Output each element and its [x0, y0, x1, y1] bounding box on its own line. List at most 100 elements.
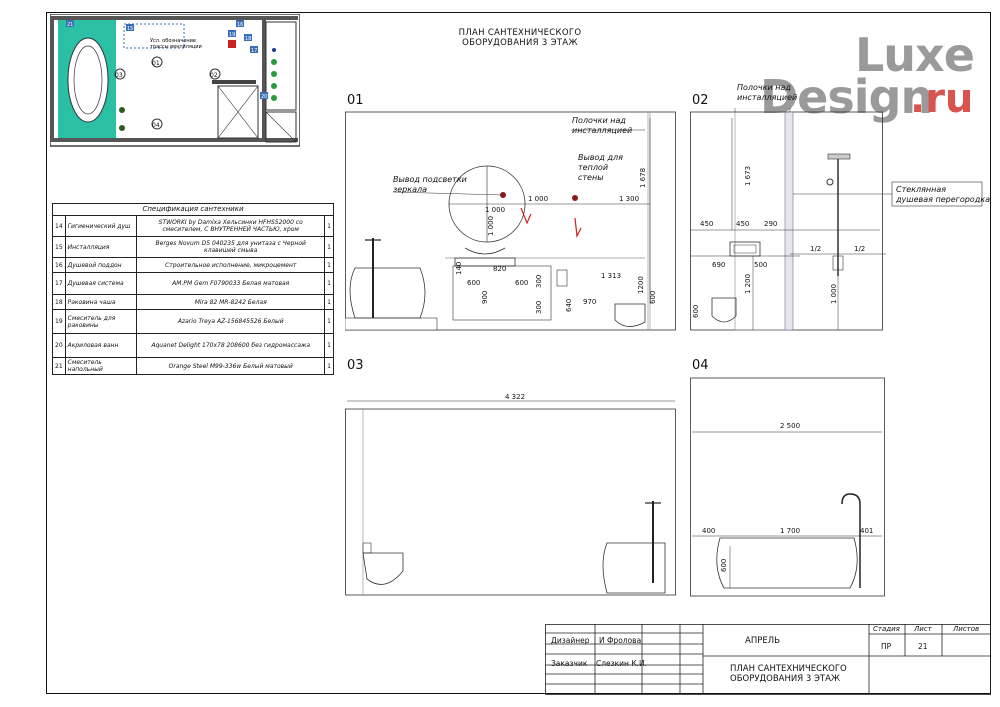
elevation-04: 2 500 400 1 700 401 600: [690, 377, 885, 597]
plan-tag-18: [244, 34, 252, 41]
logo-word-luxe: Luxe: [855, 28, 975, 82]
elev02-overhead-shower: [827, 153, 851, 160]
plan-tag-20-text: 20: [261, 94, 267, 100]
view-label-03: 03: [347, 358, 364, 373]
plan-view-02: [209, 68, 221, 80]
tb-designer-label: Дизайнер: [551, 636, 590, 645]
spec-num: 20: [52, 333, 66, 358]
view-label-04: 04: [692, 358, 709, 373]
plan-wall-bottom: [52, 138, 298, 142]
spec-desc: STWORKI by Damixa Хельсинки HFHS52000 со…: [136, 215, 326, 237]
plan-green-dot: [271, 95, 277, 101]
spec-desc: Berges Novum D5 040235 для унитаза с Чер…: [136, 236, 326, 258]
plan-red-marker: [228, 40, 236, 48]
elev01-vanity: [452, 265, 552, 321]
plan-wall-mid: [262, 16, 266, 142]
elev01-toilet: [614, 303, 646, 327]
annot-shelves-1: Полочки над: [572, 116, 626, 125]
plan-tag-16-text: 16: [237, 22, 243, 28]
plan-green-dot: [271, 83, 277, 89]
drawing-frame: [46, 12, 991, 694]
plan-tag-15: [126, 24, 134, 31]
plan-tag-17-text: 17: [251, 48, 257, 54]
dim-label: 2 500: [780, 422, 800, 430]
tb-sheets-label: Листов: [953, 625, 980, 633]
dim-label: 300: [535, 275, 543, 288]
sheet-title: ПЛАН САНТЕХНИЧЕСКОГО ОБОРУДОВАНИЯ 3 ЭТАЖ: [420, 28, 620, 48]
logo-suffix: .ru: [910, 76, 974, 122]
view-label-02: 02: [692, 93, 709, 108]
spec-desc: Orange Steel M99-336w Белый матовый: [136, 357, 326, 375]
elev04-faucet: [841, 493, 861, 588]
elev01-flush: [556, 269, 568, 287]
dim-label: 1 200: [744, 274, 752, 294]
dim-label: 970: [583, 298, 596, 306]
annot-shelves-2: инсталляцией: [737, 93, 798, 102]
elevation-02: 1 673 450 450 290 690 500 1/2 1/2 1 200 …: [690, 108, 990, 331]
dim-label: 1 700: [780, 527, 800, 535]
elev02-flush-plate: [729, 241, 761, 257]
tb-drawing-title: ПЛАН САНТЕХНИЧЕСКОГО ОБОРУДОВАНИЯ 3 ЭТАЖ: [730, 664, 847, 684]
elev02-glass-callout: [891, 181, 983, 207]
plan-tags: 21 15 16 17 18 19 20: [66, 20, 268, 100]
plan-vent-route: [123, 23, 185, 49]
spec-num: 18: [52, 294, 66, 310]
dim-label: 450: [736, 220, 749, 228]
spec-qty: 1: [324, 294, 334, 310]
tb-outline: [545, 624, 991, 695]
plan-closet: [265, 21, 297, 111]
spec-qty: 1: [324, 236, 334, 258]
spec-num: 15: [52, 236, 66, 258]
spec-qty: 1: [324, 309, 334, 334]
plan-view-02-text: 02: [210, 72, 218, 79]
dim-label: 140: [455, 262, 463, 275]
title-block: Дизайнер И Фролова Заказчик Слезкин К.И.…: [545, 624, 990, 694]
annot-warm-wall-2: теплой: [578, 163, 608, 172]
plan-shower-tray: [217, 85, 259, 139]
dim-label: 290: [764, 220, 777, 228]
plan-shower-diag2: [217, 85, 259, 139]
plan-legend-line2: трассы вентиляции: [150, 44, 202, 50]
elev03-bathtub: [602, 542, 666, 594]
spec-name: Душевой поддон: [64, 257, 138, 273]
plan-wall-top: [52, 16, 298, 20]
spec-num: 17: [52, 272, 66, 295]
spec-name: Акриловая ванн: [64, 333, 138, 358]
plan-closet-diag: [265, 111, 297, 143]
dim-label: 600: [467, 279, 480, 287]
plan-tag-17: [250, 46, 258, 53]
dim-label: 1 678: [639, 168, 647, 188]
elev01-leader-light: [392, 191, 504, 196]
spec-desc: Aquanet Delight 170x78 208600 без гидром…: [136, 333, 326, 358]
dim-label: 1 300: [619, 195, 639, 203]
dim-label: 450: [700, 220, 713, 228]
elev02-mixer: [832, 255, 844, 271]
plan-view-01: [151, 56, 163, 68]
spec-num: 19: [52, 309, 66, 334]
dim-label: 640: [565, 299, 573, 312]
elev01-floor-block: [345, 317, 438, 331]
plan-view-03-text: 03: [115, 72, 123, 79]
dim-label: 1 673: [744, 166, 752, 186]
tb-drawing-title-2: ОБОРУДОВАНИЯ 3 ЭТАЖ: [730, 674, 841, 684]
spec-qty: 1: [324, 272, 334, 295]
elev02-dims: 1 673 450 450 290 690 500 1/2 1/2 1 200 …: [692, 166, 865, 318]
dim-label: 500: [754, 261, 767, 269]
dim-label: 300: [535, 301, 543, 314]
tb-designer-name: И Фролова: [599, 636, 642, 645]
spec-name: Раковина чаша: [64, 294, 138, 310]
spec-desc: AM.PM Gem F0790033 Белая матовая: [136, 272, 326, 295]
plan-tag-16: [236, 20, 244, 27]
plan-green-dot: [271, 71, 277, 77]
title-block-grid: [545, 624, 991, 695]
elev01-dims: 1 000 1 000 1 000 1 300 1 678 820 600 60…: [455, 168, 657, 314]
annot-shelves-2: инсталляцией: [572, 126, 632, 135]
dim-label: 600: [692, 305, 700, 318]
tb-stage-label: Стадия: [873, 625, 900, 633]
plan-tag-19-text: 19: [229, 32, 235, 38]
tb-sheet-label: Лист: [914, 625, 932, 633]
